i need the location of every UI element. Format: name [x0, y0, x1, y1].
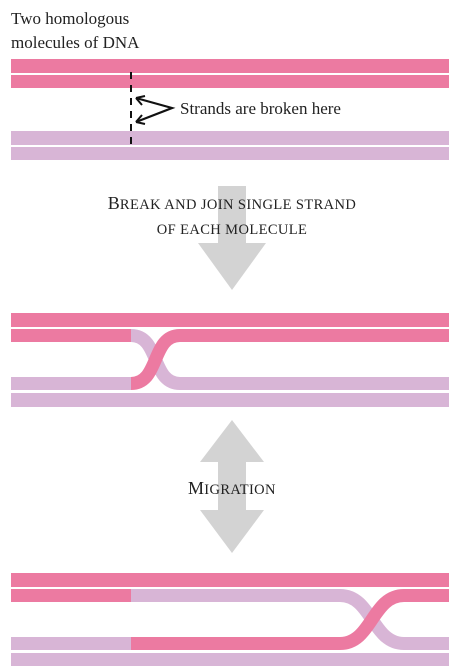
up-arrow-head: [200, 420, 264, 462]
pink-crossing-strand: [130, 329, 181, 390]
callout-arrowhead-lower: [135, 114, 146, 125]
molecule-1-top-strand: [11, 59, 449, 73]
step-migration-label: MIGRATION: [188, 478, 276, 498]
molecule-2-inner-strand-right: [180, 377, 449, 390]
molecule-2-bottom-strand: [11, 147, 449, 160]
heteroduplex-lavender-segment: [131, 589, 340, 602]
molecule-2-inner-strand-right: [404, 637, 449, 650]
molecule-2-top-strand: [11, 131, 449, 145]
panel-branch-migrated: [11, 573, 449, 666]
molecule-2-outer-strand: [11, 393, 449, 407]
double-arrow-shaft: [218, 462, 246, 510]
step-break-join-line-2: OF EACH MOLECULE: [157, 222, 308, 238]
molecule-1-inner-strand-right: [180, 329, 449, 342]
callout-pointer: [135, 96, 176, 124]
heteroduplex-pink-segment: [131, 637, 340, 650]
step-break-join-line-1: BREAK AND JOIN SINGLE STRAND: [108, 193, 357, 213]
molecule-2-outer-strand: [11, 653, 449, 666]
down-arrow-head: [200, 510, 264, 553]
intro-label-line-2: molecules of DNA: [11, 33, 140, 52]
panel-intact-molecules: Strands are broken here: [11, 59, 449, 160]
molecule-2-inner-strand-left: [11, 637, 131, 650]
molecule-1-inner-strand-left: [11, 329, 131, 342]
molecule-1-inner-strand-left: [11, 589, 131, 602]
molecule-1-bottom-strand: [11, 75, 449, 88]
molecule-1-outer-strand: [11, 573, 449, 587]
step-break-join: BREAK AND JOIN SINGLE STRAND OF EACH MOL…: [108, 186, 357, 290]
intro-label-line-1: Two homologous: [11, 9, 129, 28]
callout-label: Strands are broken here: [180, 99, 341, 118]
molecule-2-inner-strand-left: [11, 377, 131, 390]
molecule-1-inner-strand-right: [404, 589, 449, 602]
step-migration: MIGRATION: [188, 420, 276, 553]
pink-crossing-strand: [339, 589, 405, 650]
down-arrow-shaft: [218, 186, 246, 243]
down-arrow-head: [198, 243, 266, 290]
panel-crossover: [11, 313, 449, 407]
callout-arrowhead-upper: [135, 95, 146, 106]
molecule-1-outer-strand: [11, 313, 449, 327]
